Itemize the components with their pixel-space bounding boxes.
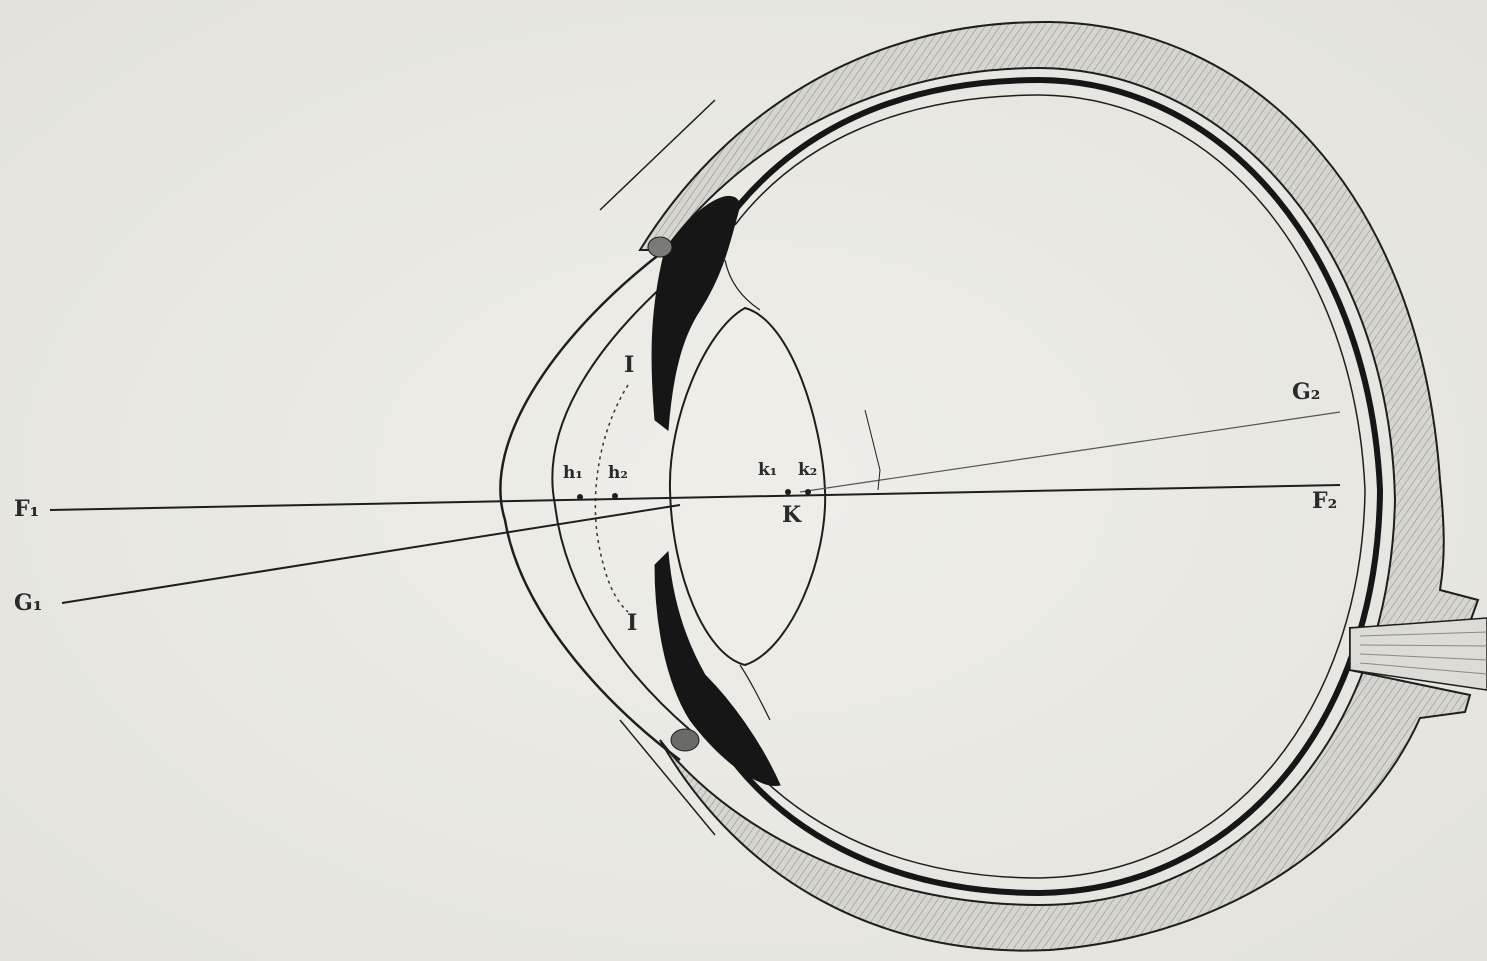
- label-h2: h₂: [608, 463, 628, 483]
- label-k2: k₂: [798, 460, 817, 480]
- point-k1: [785, 489, 791, 495]
- label-h1: h₁: [563, 463, 583, 483]
- label-F2: F₂: [1312, 488, 1337, 514]
- label-I-top: I: [624, 352, 634, 378]
- point-h2: [612, 493, 618, 499]
- label-G1: G₁: [14, 590, 42, 616]
- label-G2: G₂: [1292, 379, 1320, 405]
- label-I-bottom: I: [627, 610, 637, 636]
- label-K: K: [782, 502, 802, 528]
- canal-lower: [671, 729, 699, 751]
- point-k2: [805, 489, 811, 495]
- canal-upper: [648, 237, 672, 257]
- label-F1: F₁: [14, 496, 39, 522]
- label-k1: k₁: [758, 460, 777, 480]
- point-h1: [577, 494, 583, 500]
